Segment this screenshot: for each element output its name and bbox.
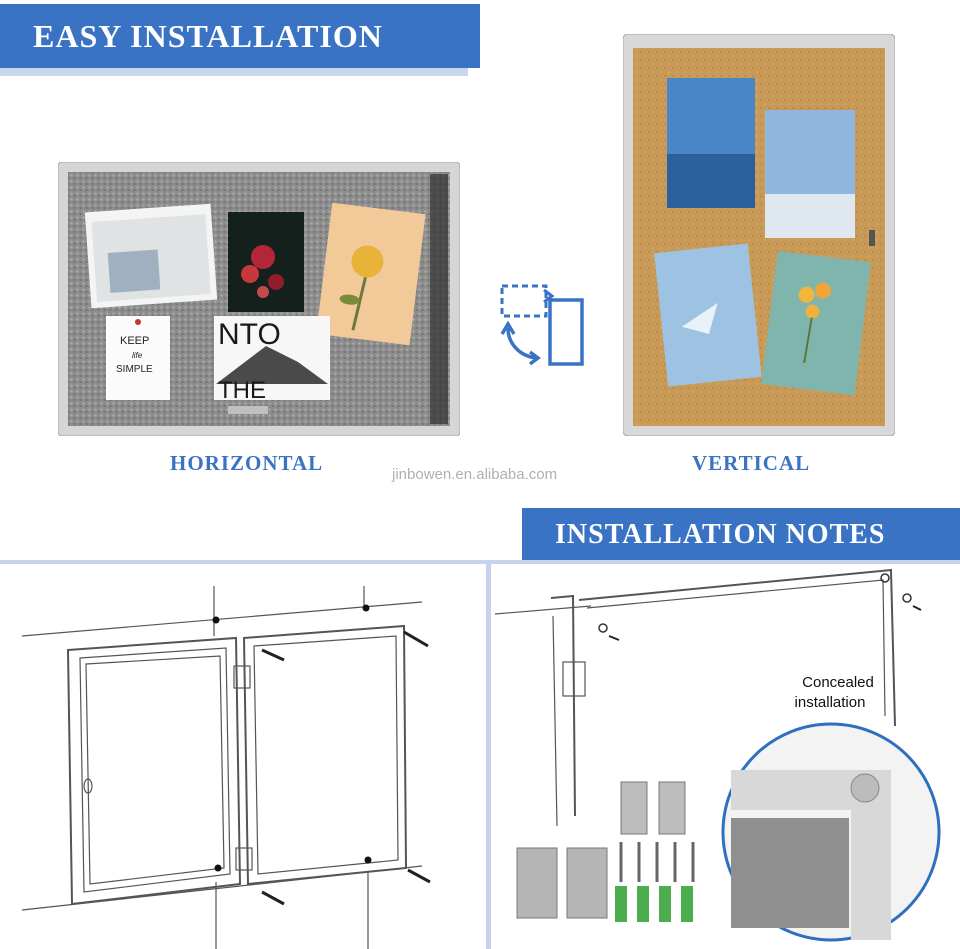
keep-text: KEEP (120, 335, 149, 347)
top-banner: EASY INSTALLATION (0, 4, 480, 68)
rotate-orientation-icon (500, 284, 584, 366)
postcard-yellow-rose (316, 202, 426, 346)
board-lock (228, 406, 268, 414)
magnified-corner (721, 722, 941, 942)
callout-line1: Concealed (802, 674, 874, 691)
concealed-mount-drawing: Concealed installation (494, 568, 941, 942)
life-text: life (132, 351, 143, 360)
horizontal-label: HORIZONTAL (170, 451, 324, 475)
wall-mount-drawing (21, 586, 431, 949)
board-lock (869, 230, 875, 246)
postcard-yellow-flowers (761, 250, 871, 396)
poster-bottom-text: THE (218, 377, 266, 404)
notes-banner: INSTALLATION NOTES (522, 508, 960, 562)
watermark: jinbowen.en.alibaba.com (392, 466, 558, 483)
vertical-board (623, 34, 895, 436)
poster-mountain: NTO THE (214, 316, 330, 404)
callout-line2: installation (795, 694, 866, 711)
vertical-label: VERTICAL (692, 451, 811, 475)
postcard-dark-flowers (228, 212, 304, 312)
horizontal-board: KEEP life SIMPLE NTO THE (58, 162, 460, 436)
simple-text: SIMPLE (116, 364, 153, 375)
notes-banner-title: INSTALLATION NOTES (555, 519, 886, 550)
section-divider-vertical (486, 564, 491, 949)
section-divider-horizontal (0, 560, 960, 564)
hardware-kit (516, 781, 695, 922)
poster-top-text: NTO (218, 318, 281, 351)
postcard-photo-room (84, 203, 218, 309)
top-banner-title: EASY INSTALLATION (33, 17, 383, 54)
postcard-keep-simple: KEEP life SIMPLE (106, 316, 170, 400)
postcard-whale (654, 243, 762, 387)
top-banner-shadow (0, 66, 468, 76)
